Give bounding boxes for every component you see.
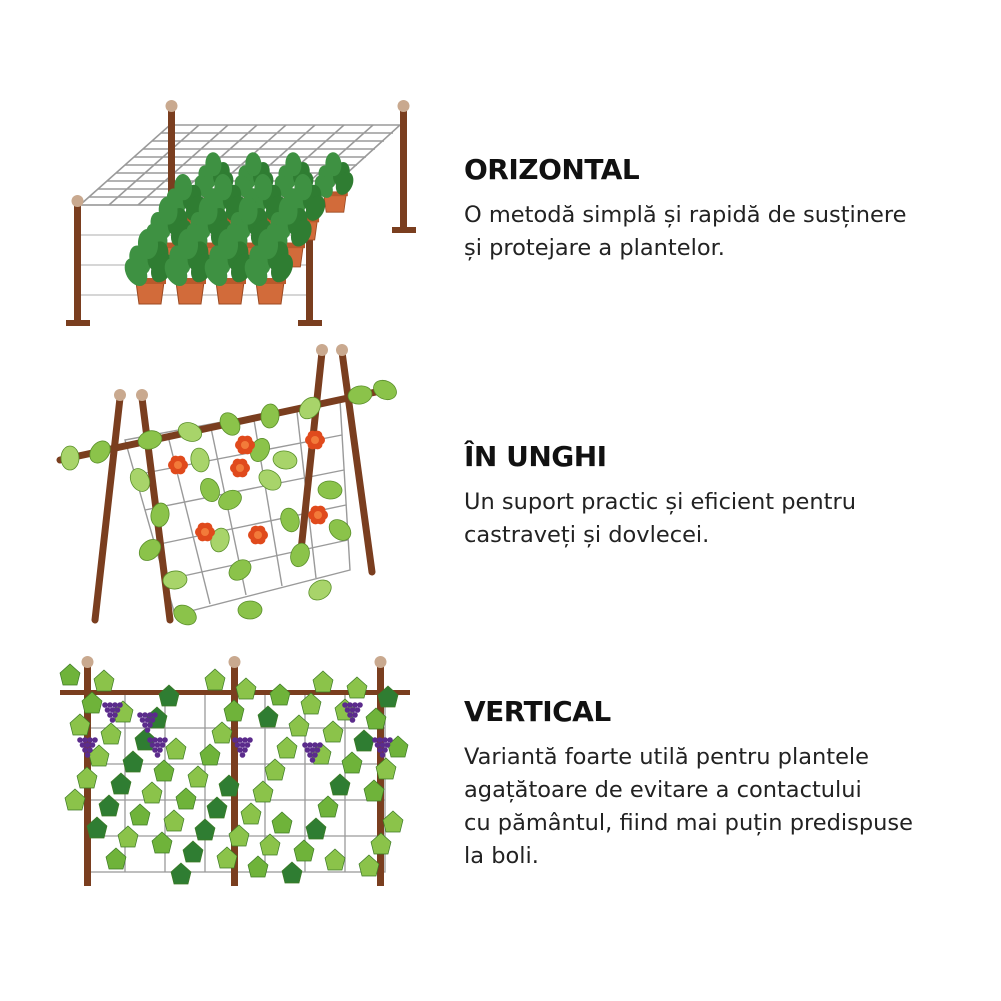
section-vertical: VERTICAL Variantă foarte utilă pentru pl… bbox=[464, 695, 984, 873]
section-angled: ÎN UNGHI Un suport practic și eficient p… bbox=[464, 440, 984, 552]
angled-trellis-illustration bbox=[56, 344, 397, 626]
section-title: ORIZONTAL bbox=[464, 153, 640, 186]
horizontal-trellis-illustration bbox=[66, 100, 416, 326]
section-title: VERTICAL bbox=[464, 695, 611, 728]
section-description: Un suport practic și eficient pentru cas… bbox=[464, 489, 856, 548]
section-horizontal: ORIZONTAL O metodă simplă și rapidă de s… bbox=[464, 153, 984, 265]
section-title: ÎN UNGHI bbox=[464, 440, 607, 473]
vertical-trellis-illustration bbox=[59, 656, 410, 886]
section-description: O metodă simplă și rapidă de susținere ș… bbox=[464, 202, 907, 261]
section-description: Variantă foarte utilă pentru plantele ag… bbox=[464, 744, 913, 869]
